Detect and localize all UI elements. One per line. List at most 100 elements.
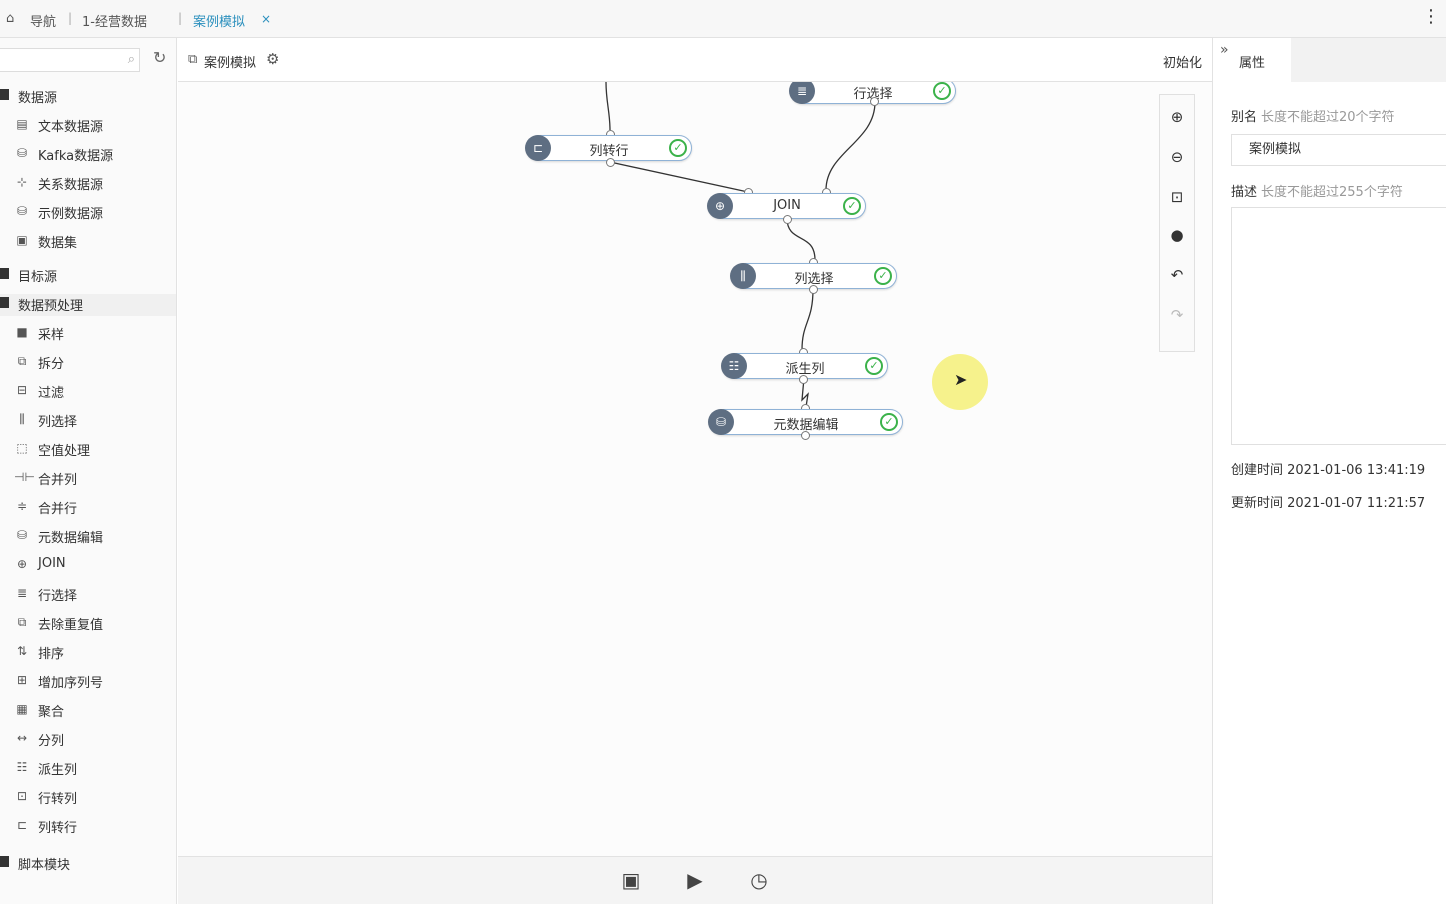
flow-canvas[interactable]: ≣ 行选择 ✓ ⊏ 列转行 ✓ ⊕ JOIN ✓ ⫼ 列选择 ✓ ☷ 派生列 ✓… (178, 82, 1212, 856)
derived-column-icon: ☷ (16, 760, 28, 774)
search-icon[interactable]: ⌕ (127, 52, 135, 67)
item-label: 合并行 (38, 502, 78, 517)
more-menu-icon[interactable]: ⋮ (1422, 6, 1440, 27)
item-merge-rows[interactable]: ≑ 合并行 (0, 497, 176, 519)
group-target[interactable]: 目标源 (0, 265, 176, 287)
item-add-sequence[interactable]: ⊞ 增加序列号 (0, 671, 176, 693)
join-icon: ⊕ (16, 557, 28, 571)
row-select-icon: ≣ (789, 82, 815, 104)
database-icon: ⛁ (708, 409, 734, 435)
port-out[interactable] (801, 431, 810, 440)
tab-close-icon[interactable]: × (261, 12, 272, 26)
port-out[interactable] (783, 215, 792, 224)
item-column-to-row[interactable]: ⊏ 列转行 (0, 816, 176, 838)
folder-icon (0, 268, 9, 279)
cursor-icon: ➤ (954, 370, 968, 389)
item-sampling[interactable]: ■ 采样 (0, 323, 176, 345)
breadcrumb-project[interactable]: 1-经营数据 (82, 15, 147, 30)
redo-icon[interactable]: ↷ (1170, 306, 1184, 324)
tab-properties[interactable]: » 属性 (1213, 38, 1291, 82)
undo-icon[interactable]: ↶ (1170, 266, 1184, 284)
schedule-icon[interactable]: ◷ (750, 868, 768, 892)
home-icon[interactable]: ⌂ (6, 11, 15, 26)
split-icon: ⧉ (17, 354, 27, 368)
port-out[interactable] (799, 375, 808, 384)
node-column-select[interactable]: ⫼ 列选择 ✓ (730, 263, 897, 289)
node-derived-column[interactable]: ☷ 派生列 ✓ (721, 353, 888, 379)
group-preprocess[interactable]: 数据预处理 (0, 294, 176, 316)
check-icon: ✓ (880, 413, 898, 431)
alias-input[interactable]: 案例模拟 (1231, 134, 1446, 166)
item-aggregate[interactable]: ▦ 聚合 (0, 700, 176, 722)
tab-case-simulation[interactable]: 案例模拟 (193, 15, 246, 30)
port-out[interactable] (809, 285, 818, 294)
alias-label: 别名长度不能超过20个字符 (1231, 106, 1395, 125)
item-dedupe[interactable]: ⧉ 去除重复值 (0, 613, 176, 635)
fit-view-icon[interactable]: ⊡ (1170, 188, 1184, 206)
check-icon: ✓ (874, 267, 892, 285)
merge-columns-icon: ⊣⊢ (14, 470, 35, 484)
alias-hint: 长度不能超过20个字符 (1261, 110, 1395, 125)
item-label: 行转列 (38, 792, 78, 807)
group-script[interactable]: 脚本模块 (0, 853, 176, 875)
sequence-icon: ⊞ (16, 673, 28, 687)
locate-icon[interactable]: ● (1170, 226, 1184, 244)
breadcrumb-home[interactable]: 导航 (30, 15, 57, 30)
folder-icon (0, 856, 9, 867)
item-row-to-column[interactable]: ⊡ 行转列 (0, 787, 176, 809)
node-metadata-edit[interactable]: ⛁ 元数据编辑 ✓ (708, 409, 903, 435)
item-label: 列转行 (38, 821, 78, 836)
item-filter[interactable]: ⊟ 过滤 (0, 381, 176, 403)
column-to-row-icon: ⊏ (525, 135, 551, 161)
item-kafka-datasource[interactable]: ⛁ Kafka数据源 (0, 144, 176, 166)
collapse-panel-icon[interactable]: » (1220, 42, 1229, 58)
group-label: 数据源 (18, 91, 58, 106)
item-row-select[interactable]: ≣ 行选择 (0, 584, 176, 606)
node-label: 列选择 (794, 272, 834, 287)
item-text-datasource[interactable]: ▤ 文本数据源 (0, 115, 176, 137)
description-textarea[interactable] (1231, 207, 1446, 445)
refresh-icon[interactable]: ↻ (153, 48, 167, 67)
edge-top-to-col-to-row (605, 82, 611, 131)
column-select-icon: ⫼ (19, 412, 25, 426)
initialize-button[interactable]: 初始化 (1162, 56, 1202, 71)
port-out[interactable] (870, 97, 879, 106)
run-icon[interactable]: ▶ (687, 868, 703, 892)
cursor-highlight: ➤ (932, 354, 988, 410)
item-split-column[interactable]: ↔ 分列 (0, 729, 176, 751)
item-null-handling[interactable]: ⬚ 空值处理 (0, 439, 176, 461)
folder-icon: ■ (16, 325, 28, 339)
canvas-header: ⧉ 案例模拟 ⚙ 初始化 (178, 38, 1212, 82)
description-label: 描述长度不能超过255个字符 (1231, 181, 1403, 200)
column-select-icon: ⫼ (730, 263, 756, 289)
item-derived-column[interactable]: ☷ 派生列 (0, 758, 176, 780)
edge-col-to-row-to-join (609, 161, 749, 193)
component-sidebar: ⌕ ↻ 数据源 ▤ 文本数据源 ⛁ Kafka数据源 ⊹ 关系数据源 ⛁ 示例数… (0, 38, 177, 904)
item-label: 数据集 (38, 236, 78, 251)
item-dataset[interactable]: ▣ 数据集 (0, 231, 176, 253)
item-metadata-edit[interactable]: ⛁ 元数据编辑 (0, 526, 176, 548)
item-merge-columns[interactable]: ⊣⊢ 合并列 (0, 468, 176, 490)
item-join[interactable]: ⊕ JOIN (0, 555, 176, 577)
alias-label-text: 别名 (1231, 110, 1258, 125)
tab-separator: | (178, 11, 183, 25)
flow-title: 案例模拟 (204, 56, 257, 71)
zoom-out-icon[interactable]: ⊖ (1170, 148, 1184, 166)
zoom-in-icon[interactable]: ⊕ (1170, 108, 1184, 126)
flow-edges (605, 82, 876, 408)
item-sort[interactable]: ⇅ 排序 (0, 642, 176, 664)
port-out[interactable] (606, 158, 615, 167)
item-column-select[interactable]: ⫼ 列选择 (0, 410, 176, 432)
group-datasource[interactable]: 数据源 (0, 86, 176, 108)
item-sample-datasource[interactable]: ⛁ 示例数据源 (0, 202, 176, 224)
node-column-to-row[interactable]: ⊏ 列转行 ✓ (525, 135, 692, 161)
gear-icon[interactable]: ⚙ (266, 50, 280, 68)
panel-tabs: » 属性 (1213, 38, 1446, 82)
item-split[interactable]: ⧉ 拆分 (0, 352, 176, 374)
item-relational-datasource[interactable]: ⊹ 关系数据源 (0, 173, 176, 195)
description-hint: 长度不能超过255个字符 (1261, 185, 1403, 200)
search-input[interactable]: ⌕ (0, 48, 140, 72)
edge-join-to-col-select (786, 217, 816, 261)
save-icon[interactable]: ▣ (621, 868, 641, 892)
filter-icon: ⊟ (16, 383, 28, 397)
